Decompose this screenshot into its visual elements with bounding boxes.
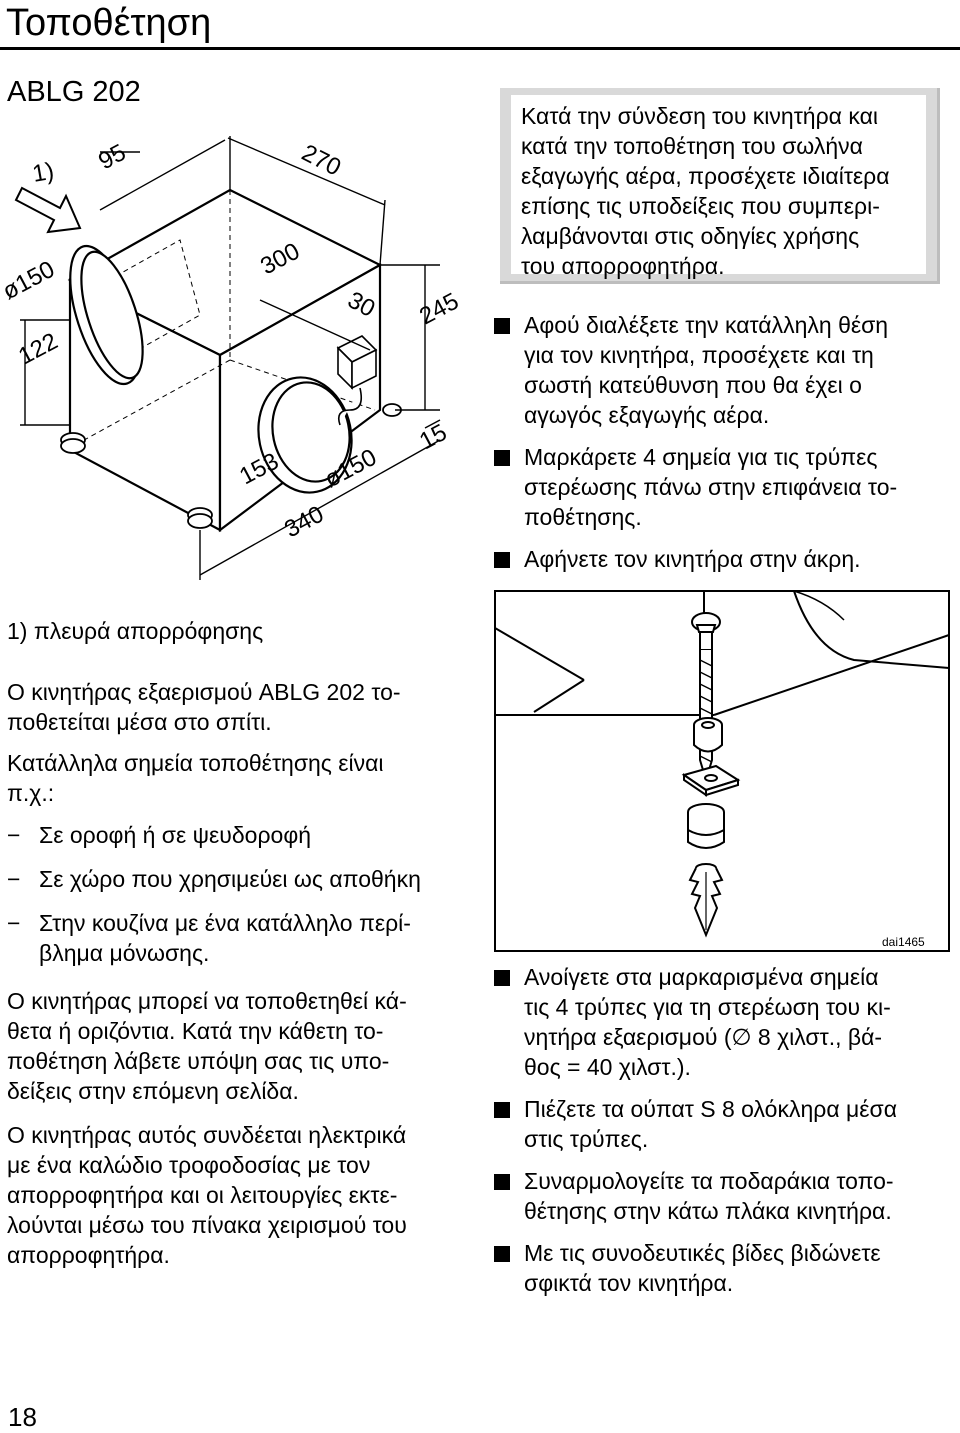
step-insert-dowels: Πιέζετε τα ούπατ S 8 ολόκληρα μέσα στις …: [492, 1094, 942, 1154]
bullet-square-icon: [494, 450, 510, 466]
label-15: 15: [415, 419, 451, 455]
bullet-square-icon: [494, 1174, 510, 1190]
label-side: 1): [30, 158, 56, 188]
step-set-aside: Αφήνετε τον κινητήρα στην άκρη.: [492, 544, 942, 574]
paragraph-orientation: Ο κινητήρας μπορεί να τοποθετηθεί κά- θε…: [7, 988, 407, 1104]
paragraph-suitable-places: Κατάλληλα σημεία τοποθέτησης είναι π.χ.:: [7, 750, 384, 806]
footnote-intake-side: 1) πλευρά απορρόφησης: [7, 618, 264, 644]
step-choose-position: Αφού διαλέξετε την κατάλληλη θέση για το…: [492, 310, 942, 430]
label-95: 95: [94, 139, 130, 175]
step-screw-tight: Με τις συνοδευτικές βίδες βιδώνετε σφικτ…: [492, 1238, 942, 1298]
label-122: 122: [14, 328, 62, 371]
title-rule: [0, 47, 960, 50]
page-number: 18: [8, 1402, 37, 1432]
steps-top-list: Αφού διαλέξετε την κατάλληλη θέση για το…: [492, 310, 942, 574]
place-ceiling: − Σε οροφή ή σε ψευδοροφή: [7, 822, 312, 848]
page-title: Τοποθέτηση: [6, 2, 212, 44]
places-list: − Σε οροφή ή σε ψευδοροφή − Σε χώρο που …: [7, 820, 477, 968]
paragraph-electrical: Ο κινητήρας αυτός συνδέεται ηλεκτρικά με…: [7, 1122, 407, 1268]
diagram-ref: dai1465: [882, 935, 925, 949]
bullet-square-icon: [494, 318, 510, 334]
label-270: 270: [297, 139, 345, 181]
bullet-square-icon: [494, 1102, 510, 1118]
motor-dimension-diagram: 1) 95 270 ø150 300 30 245 122 15 153 ø15…: [0, 136, 463, 580]
label-300: 300: [256, 238, 304, 281]
step-mark-points: Μαρκάρετε 4 σημεία για τις τρύπες στερέω…: [492, 442, 942, 532]
bullet-square-icon: [494, 552, 510, 568]
label-dia150-a: ø150: [0, 256, 59, 306]
step-drill-holes: Ανοίγετε στα μαρκαρισμένα σημεία τις 4 τ…: [492, 962, 942, 1082]
model-heading: ABLG 202: [7, 76, 141, 108]
mounting-hardware-diagram: dai1465: [494, 590, 950, 952]
bullet-square-icon: [494, 1246, 510, 1262]
place-kitchen: − Στην κουζίνα με ένα κατάλληλο περί- βλ…: [7, 910, 411, 966]
place-storage: − Σε χώρο που χρησιμεύει ως αποθήκη: [7, 866, 421, 892]
step-mount-feet: Συναρμολογείτε τα ποδαράκια τοπο- θέτηση…: [492, 1166, 942, 1226]
steps-bottom-list: Ανοίγετε στα μαρκαρισμένα σημεία τις 4 τ…: [492, 962, 942, 1298]
note-text: Κατά την σύνδεση του κινητήρα και κατά τ…: [511, 95, 926, 279]
bullet-square-icon: [494, 970, 510, 986]
paragraph-install-indoors: Ο κινητήρας εξαερισμού ABLG 202 το- ποθε…: [7, 679, 401, 735]
label-245: 245: [415, 288, 463, 331]
note-box: Κατά την σύνδεση του κινητήρα και κατά τ…: [500, 88, 940, 284]
